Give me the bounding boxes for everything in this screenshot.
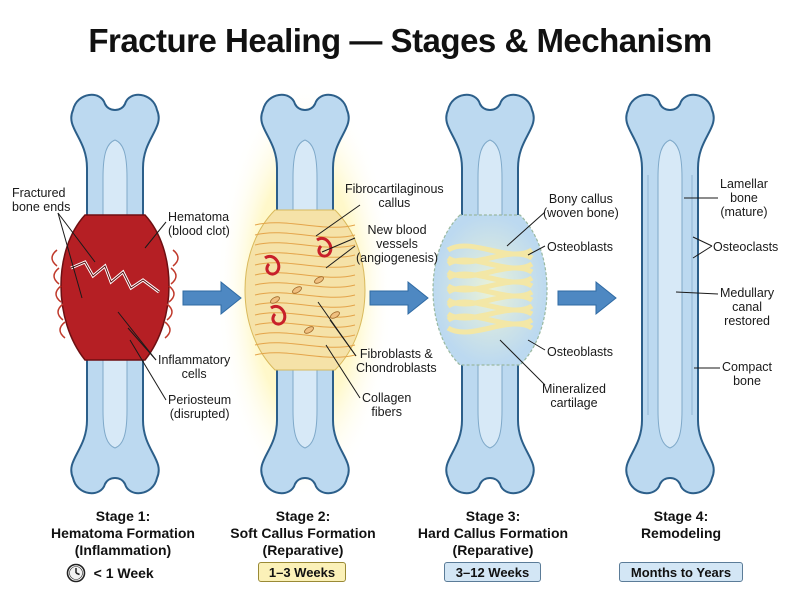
stage-1-duration-text: < 1 Week [93, 565, 154, 581]
fibroblast-cell [270, 296, 280, 304]
stage-4-heading: Stage 4: Remodeling [640, 508, 722, 541]
stage-arrow-1 [182, 280, 242, 316]
collagen-fiber [254, 282, 356, 288]
medullary-canal-stage-4 [657, 139, 683, 449]
woven-bone-strand [446, 321, 534, 335]
label-new-blood-vessels: New blood vessels (angiogenesis) [356, 223, 438, 265]
stage-2-duration: 1–3 Weeks [258, 562, 346, 582]
clock-icon [66, 563, 86, 583]
collagen-fiber [254, 292, 356, 298]
inflammation-streak [57, 303, 64, 321]
leader-line [117, 311, 157, 361]
stage-1-heading: Stage 1: Hematoma Formation (Inflammatio… [51, 508, 195, 558]
inflammation-streak [170, 267, 177, 285]
label-medullary-canal: Medullary canal restored [720, 286, 775, 328]
label-fibroblasts-chondroblasts: Fibroblasts & Chondroblasts [356, 347, 437, 375]
leader-line [527, 245, 546, 256]
label-hematoma: Hematoma (blood clot) [168, 210, 230, 238]
inflammation-streak [59, 321, 66, 339]
fibroblast-cell [304, 326, 314, 334]
inflammation-streak [172, 249, 179, 267]
bone-stage-4 [625, 94, 715, 494]
stage-4-remodeled [647, 175, 693, 415]
label-collagen-fibers: Collagen fibers [362, 391, 412, 419]
leader-line [315, 204, 361, 237]
collagen-fiber [254, 262, 356, 268]
stage-arrow-3 [557, 280, 617, 316]
leader-line [692, 245, 713, 259]
fibroblast-cell [314, 276, 324, 284]
label-mineralized-cartilage: Mineralized cartilage [542, 382, 606, 410]
stage-3-heading: Stage 3: Hard Callus Formation (Reparati… [417, 508, 569, 558]
stage-3-duration: 3–12 Weeks [444, 562, 541, 582]
collagen-fiber [254, 322, 356, 328]
inflammation-streak [53, 267, 60, 285]
collagen-fiber [254, 232, 356, 238]
collagen-fiber [254, 302, 356, 308]
label-lamellar-bone: Lamellar bone (mature) [720, 177, 768, 219]
leader-line [499, 339, 546, 386]
leader-line [506, 211, 546, 247]
label-fibrocartilaginous-callus: Fibrocartilaginous callus [345, 182, 444, 210]
fibroblast-cell [330, 311, 340, 319]
label-osteoblasts-bottom: Osteoblasts [547, 345, 614, 359]
blood-vessel [264, 255, 281, 276]
label-bony-callus: Bony callus (woven bone) [543, 192, 619, 220]
hematoma-clot [60, 214, 170, 361]
leader-line [57, 212, 96, 263]
label-periosteum: Periosteum (disrupted) [168, 393, 232, 421]
label-inflammatory-cells: Inflammatory cells [158, 353, 231, 381]
collagen-fiber [254, 222, 356, 228]
leader-line [129, 339, 167, 401]
label-osteoclasts: Osteoclasts [713, 240, 779, 254]
blood-vessel [316, 237, 333, 258]
inflammation-streak [166, 303, 173, 321]
stage-1-duration: < 1 Week [66, 563, 176, 583]
label-fractured-bone-ends: Fractured bone ends [12, 186, 71, 214]
leader-line [527, 339, 546, 351]
stage-1-fracture [51, 214, 179, 361]
stage-3-callus [432, 214, 548, 366]
collagen-fiber [254, 352, 356, 358]
inflammation-streak [55, 285, 62, 303]
inflammation-streak [168, 285, 175, 303]
leader-line [325, 245, 356, 269]
collagen-fiber [254, 332, 356, 338]
inflammation-streak [51, 249, 58, 267]
leader-line [317, 301, 357, 357]
leader-line [127, 327, 157, 361]
inflammation-streak [164, 321, 171, 339]
label-osteoblasts-top: Osteoblasts [547, 240, 614, 254]
diagram-title: Fracture Healing — Stages & Mechanism [88, 22, 712, 59]
leader-line [325, 344, 361, 399]
collagen-fiber [254, 342, 356, 348]
fibroblast-cell [292, 286, 302, 294]
stage-2-callus [244, 209, 366, 371]
collagen-fiber [254, 242, 356, 248]
label-compact-bone: Compact bone [722, 360, 773, 388]
soft-callus [244, 209, 366, 371]
stage-4-duration: Months to Years [619, 562, 743, 582]
leader-line [57, 212, 83, 299]
leader-line [692, 236, 713, 247]
leader-line [144, 221, 167, 249]
collagen-fiber [254, 312, 356, 318]
stage-arrow-2 [369, 280, 429, 316]
fracture-line-edge [70, 261, 160, 293]
stage-2-heading: Stage 2: Soft Callus Formation (Reparati… [230, 508, 376, 558]
collagen-fiber [254, 252, 356, 258]
collagen-fiber [254, 272, 356, 278]
leader-line [675, 291, 719, 295]
leader-line [321, 237, 356, 253]
blood-vessel [270, 305, 287, 326]
